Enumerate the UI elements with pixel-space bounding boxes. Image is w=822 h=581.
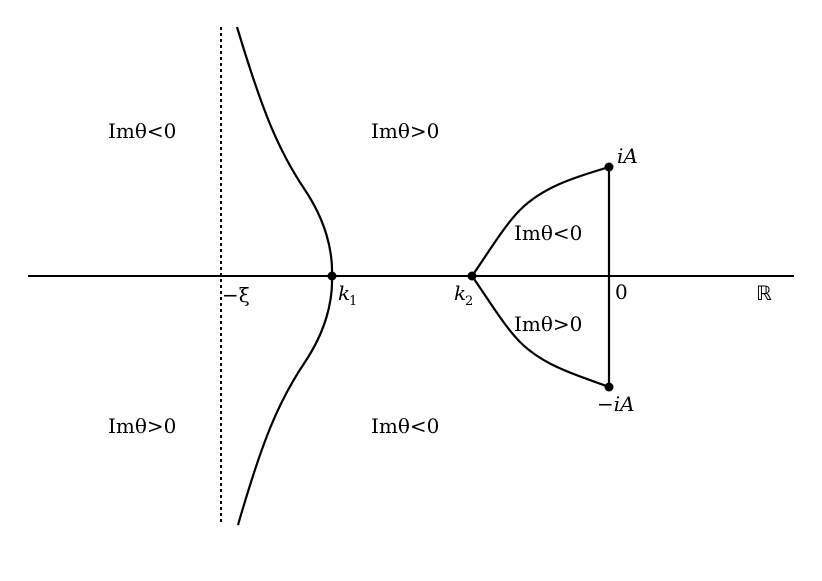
k2-subscript: 2 <box>465 294 473 309</box>
k1-subscript: 1 <box>349 294 357 309</box>
xi-label: −ξ <box>222 283 250 307</box>
ia-label: iA <box>617 144 638 168</box>
k1-curve-lower <box>236 275 334 526</box>
region-lens-lower: Imθ>0 <box>514 312 582 336</box>
k2-label: k <box>454 281 466 305</box>
real-axis-label: ℝ <box>756 281 772 305</box>
minus-ia-label: −iA <box>597 392 635 416</box>
k2-curve-upper <box>471 165 610 277</box>
k2-curve-lower <box>471 275 610 389</box>
k1-point <box>327 271 337 281</box>
region-lower-far-left: Imθ>0 <box>108 414 176 438</box>
k1-curve-upper <box>235 26 334 277</box>
k1-label: k <box>338 281 350 305</box>
k2-point <box>467 271 477 281</box>
ia-point <box>604 162 614 172</box>
region-upper-far-left: Imθ<0 <box>108 119 176 143</box>
minus-ia-point <box>604 382 614 392</box>
region-lower-middle: Imθ<0 <box>371 414 439 438</box>
origin-label: 0 <box>615 280 628 304</box>
region-upper-middle: Imθ>0 <box>371 119 439 143</box>
region-lens-upper: Imθ<0 <box>514 221 582 245</box>
